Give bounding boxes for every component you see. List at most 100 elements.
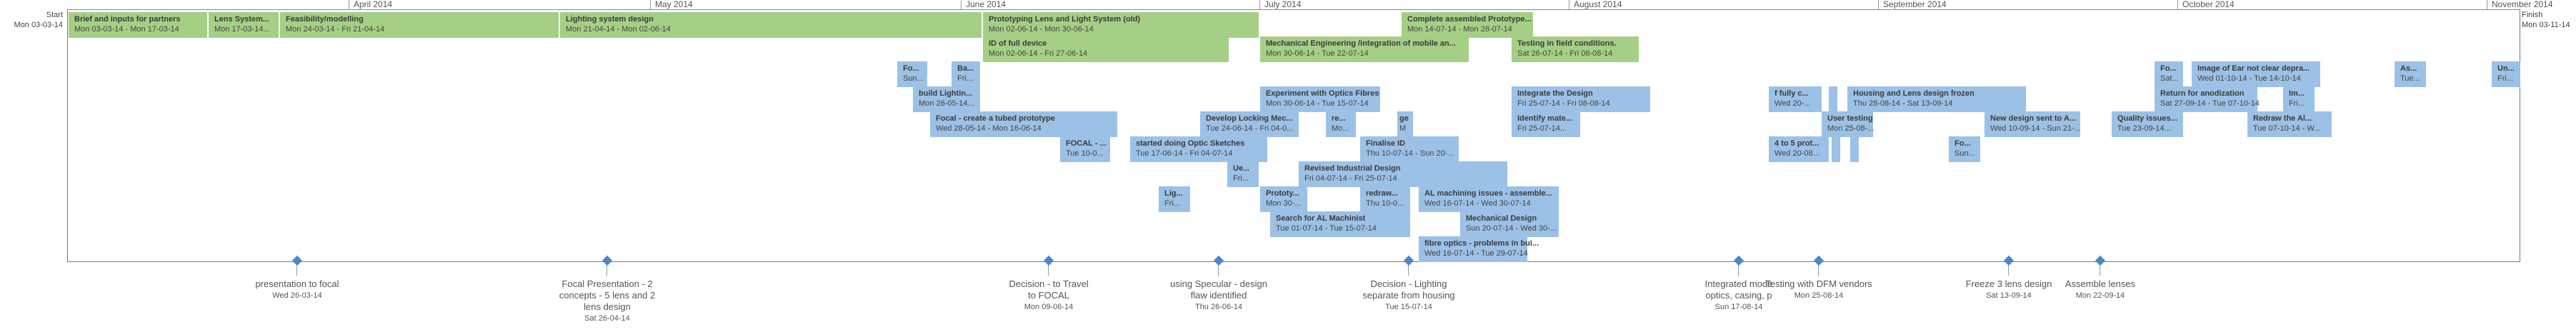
task-name: Image of Ear not clear depra...: [2197, 64, 2310, 73]
task-dates: Wed 16-07-14 - Tue 29-07-14: [1424, 249, 1528, 258]
task-bar[interactable]: Redraw the Al...Tue 07-10-14 - W...: [2247, 111, 2332, 137]
task-bar[interactable]: redraw...Thu 10-0...: [1360, 186, 1410, 212]
task-dates: Mon 03-03-14 - Mon 17-03-14: [74, 25, 179, 34]
milestone-name: Focal Presentation - 2 concepts - 5 lens…: [559, 278, 656, 312]
milestone-stem: [2008, 266, 2009, 276]
task-bar[interactable]: Prototy...Mon 30-...: [1260, 186, 1307, 212]
task-bar[interactable]: [1832, 136, 1840, 162]
task-bar[interactable]: Complete assembled Prototype...Mon 14-07…: [1402, 12, 1533, 38]
task-bar[interactable]: Ba...Fri...: [952, 61, 980, 87]
task-bar[interactable]: Mechanical Engineering /integration of m…: [1260, 36, 1469, 62]
task-dates: Sun...: [1955, 149, 1975, 158]
task-name: Focal - create a tubed prototype: [936, 114, 1055, 123]
task-bar[interactable]: Quality issues...Tue 23-09-14...: [2112, 111, 2183, 137]
task-bar[interactable]: Fo...Sat...: [2155, 61, 2183, 87]
month-label: May 2014: [650, 0, 693, 9]
task-bar[interactable]: Lig...Fri...: [1159, 186, 1190, 212]
task-name: Mechanical Engineering /integration of m…: [1266, 39, 1456, 48]
task-name: Feasibility/modelling: [286, 15, 364, 24]
task-bar[interactable]: AL machining issues - assemble...Wed 16-…: [1419, 186, 1559, 212]
task-bar[interactable]: fibre optics - problems in bui...Wed 16-…: [1419, 236, 1539, 262]
task-bar[interactable]: 4 to 5 prot...Wed 20-08...: [1769, 136, 1829, 162]
milestone-stem: [1218, 266, 1219, 276]
task-bar[interactable]: Identify mate...Fri 25-07-14...: [1512, 111, 1580, 137]
task-dates: Sun 20-07-14 - Wed 30-...: [1466, 224, 1557, 233]
milestone-name: Freeze 3 lens design: [1965, 278, 2052, 289]
task-bar[interactable]: build Lightin...Mon 26-05-14...: [913, 86, 980, 112]
task-dates: Fri...: [1233, 174, 1249, 183]
task-bar[interactable]: Fo...Sun...: [897, 61, 927, 87]
task-bar[interactable]: As...Tue...: [2395, 61, 2426, 87]
task-name: Im...: [2289, 89, 2305, 98]
task-name: Mechanical Design: [1466, 214, 1537, 223]
task-name: Lighting system design: [566, 15, 654, 24]
task-dates: Tue 17-06-14 - Fri 04-07-14: [1136, 149, 1233, 158]
task-name: Prototyping Lens and Light System (old): [989, 15, 1141, 24]
task-bar[interactable]: f fully c...Wed 20-...: [1769, 86, 1822, 112]
task-name: Return for anodization: [2160, 89, 2245, 98]
task-bar[interactable]: Testing in field conditions.Sat 26-07-14…: [1512, 36, 1639, 62]
task-dates: Wed 28-05-14 - Mon 16-06-14: [936, 124, 1042, 133]
task-dates: Fri...: [2497, 74, 2513, 83]
task-dates: Mon 24-03-14 - Fri 21-04-14: [286, 25, 385, 34]
milestone-stem: [296, 266, 297, 276]
task-dates: Fri...: [2289, 99, 2305, 108]
task-dates: Fri...: [957, 74, 973, 83]
task-bar[interactable]: FOCAL - ...Tue 10-0...: [1060, 136, 1110, 162]
task-bar[interactable]: Im...Fri...: [2283, 86, 2315, 112]
milestone-label: Decision - Lighting separate from housin…: [1352, 278, 1466, 313]
task-bar[interactable]: [1850, 136, 1859, 162]
task-dates: Mon 02-06-14 - Fri 27-06-14: [989, 49, 1088, 58]
milestone-date: Mon 25-08-14: [1794, 291, 1844, 300]
task-dates: Sat 27-09-14 - Tue 07-10-14: [2160, 99, 2260, 108]
task-bar[interactable]: [1829, 86, 1837, 112]
task-dates: Tue 07-10-14 - W...: [2253, 124, 2321, 133]
task-dates: Fri...: [1164, 199, 1180, 208]
task-bar[interactable]: re...Mo...: [1326, 111, 1356, 137]
task-bar[interactable]: Un...Fri...: [2492, 61, 2520, 87]
milestone-date: Sat 26-04-14: [584, 314, 630, 323]
task-name: AL machining issues - assemble...: [1424, 189, 1552, 198]
task-name: ge: [1399, 114, 1409, 123]
task-bar[interactable]: Prototyping Lens and Light System (old)M…: [983, 12, 1259, 38]
task-name: 4 to 5 prot...: [1774, 139, 1819, 148]
task-bar[interactable]: New design sent to A...Wed 10-09-14 - Su…: [1985, 111, 2081, 137]
task-bar[interactable]: Ue...Fri...: [1227, 161, 1259, 187]
task-dates: Mon 21-04-14 - Mon 02-06-14: [566, 25, 671, 34]
milestone-label: Focal Presentation - 2 concepts - 5 lens…: [557, 278, 657, 324]
task-bar[interactable]: Develop Locking Mec...Tue 24-06-14 - Fri…: [1200, 111, 1299, 137]
task-dates: Wed 10-09-14 - Sun 21-...: [1990, 124, 2081, 133]
task-name: New design sent to A...: [1990, 114, 2076, 123]
task-name: Experiment with Optics Fibres: [1266, 89, 1379, 98]
task-name: started doing Optic Sketches: [1136, 139, 1245, 148]
task-name: User testing: [1827, 114, 1873, 123]
task-bar[interactable]: Lens System...Mon 17-03-14...: [209, 12, 279, 38]
task-dates: Mon 30-06-14 - Tue 15-07-14: [1266, 99, 1369, 108]
month-label: August 2014: [1569, 0, 1622, 9]
milestone-date: Tue 15-07-14: [1385, 303, 1432, 311]
month-label: September 2014: [1878, 0, 1947, 9]
milestone-stem: [1818, 266, 1819, 276]
task-bar[interactable]: Fo...Sun...: [1949, 136, 1980, 162]
task-name: Prototy...: [1266, 189, 1299, 198]
task-bar[interactable]: Image of Ear not clear depra...Wed 01-10…: [2192, 61, 2320, 87]
